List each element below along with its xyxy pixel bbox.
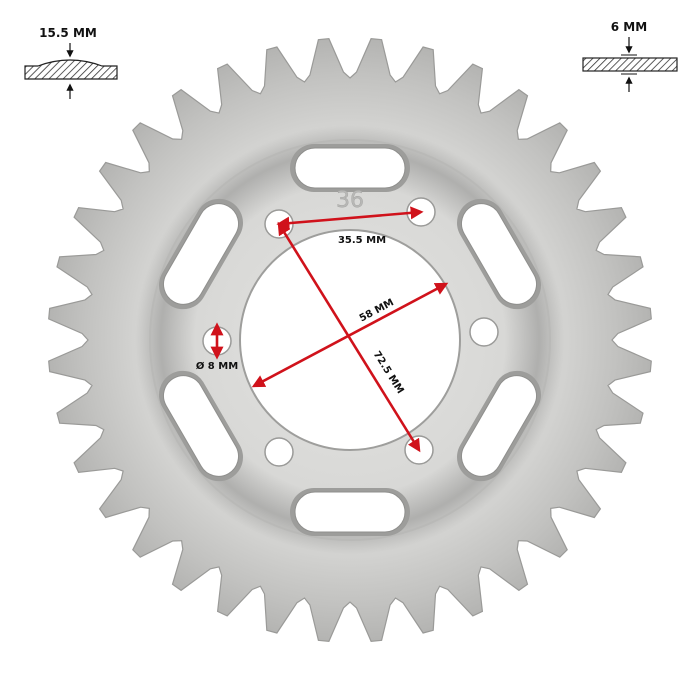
lightening-slot (159, 370, 243, 482)
bolt-hole (469, 317, 499, 347)
lightening-slots (159, 144, 541, 536)
plate-thickness-label: 6 MM (611, 20, 647, 34)
plate-profile-callout: 6 MM (582, 20, 678, 92)
lightening-slot (290, 488, 410, 536)
stamped-tooth-number: 36 (336, 188, 364, 213)
slot-opening (294, 491, 406, 533)
sprocket-hub-ring (149, 139, 551, 541)
lightening-slot (457, 198, 541, 310)
slot-opening (294, 147, 406, 189)
bolt-hole-label: Ø 8 MM (196, 360, 238, 372)
hub-profile-shape (24, 59, 118, 80)
bolt-spacing-label: 35.5 MM (338, 235, 386, 246)
plate-profile-shape (582, 57, 678, 72)
bolt-circle-arrow (277, 221, 421, 453)
lightening-slot (457, 370, 541, 482)
bolt-hole (264, 437, 294, 467)
lightening-slot (290, 144, 410, 192)
slot-opening (461, 203, 537, 305)
dimension-arrows (210, 206, 449, 453)
hub-profile-callout: 15.5 MM (24, 26, 118, 99)
slot-opening (163, 375, 239, 477)
slot-opening (461, 375, 537, 477)
slot-opening (163, 203, 239, 305)
hub-thickness-label: 15.5 MM (39, 26, 97, 40)
lightening-slot (159, 198, 243, 310)
